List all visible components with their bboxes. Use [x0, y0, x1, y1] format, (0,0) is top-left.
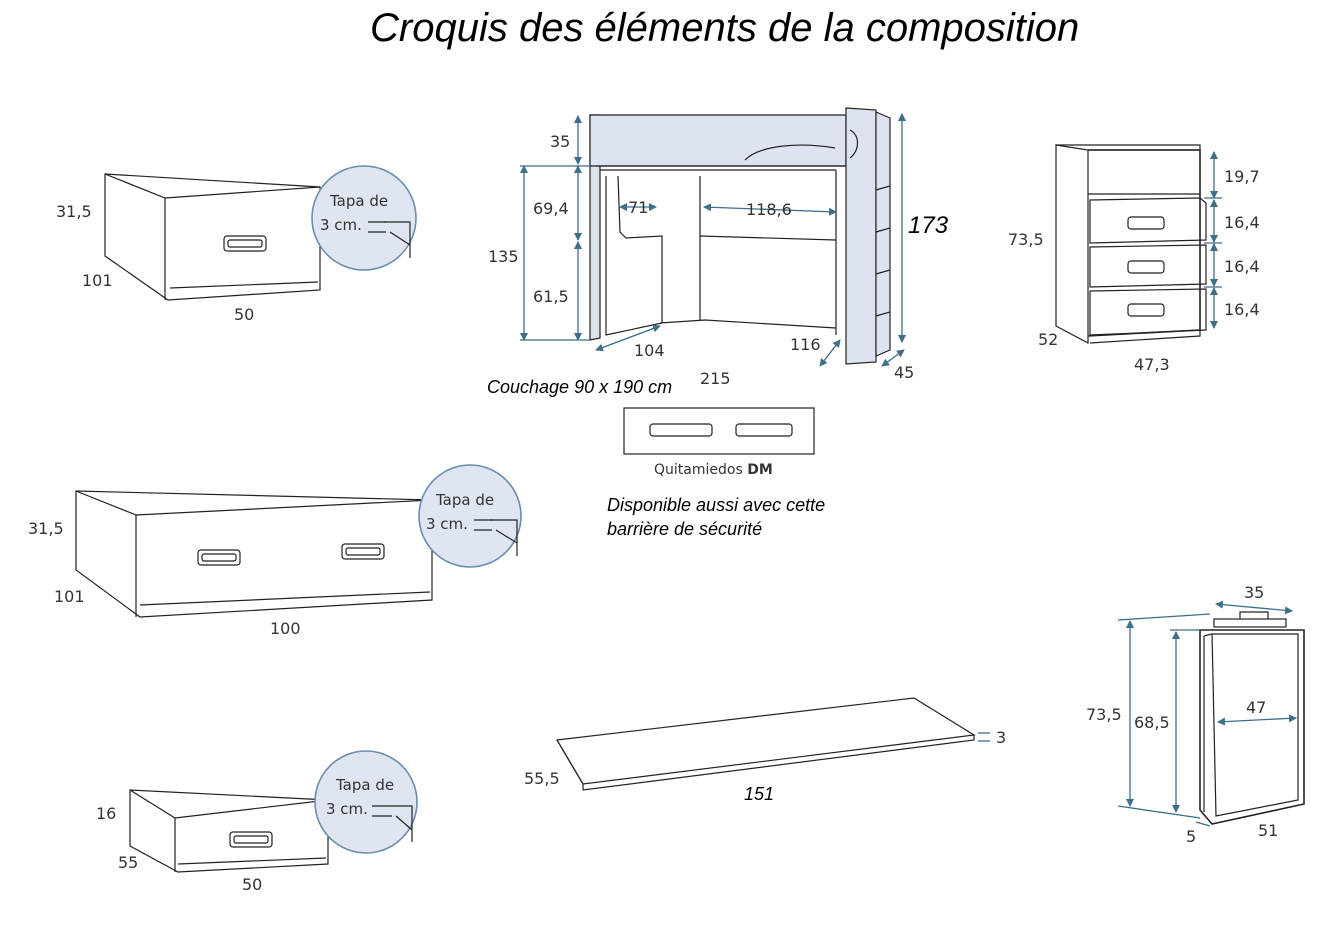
- bed-total-left: 135: [488, 247, 519, 266]
- tapa-label-1: Tapa de: [329, 192, 388, 210]
- drawer-small-height: 31,5: [56, 202, 92, 221]
- tapa-callout-circle: [418, 464, 522, 568]
- drawer-small-depth: 101: [82, 271, 113, 290]
- guard-note-line1: Disponible aussi avec cette: [607, 495, 825, 515]
- drawer-small-width: 50: [234, 305, 254, 324]
- drawer-handle-icon: [341, 543, 385, 560]
- bed-lower-gap: 61,5: [533, 287, 569, 306]
- bed-ladder-depth: 45: [894, 363, 914, 382]
- safety-guard: [623, 407, 815, 455]
- desktop-plank: [556, 697, 990, 791]
- leg-thickness: 5: [1186, 827, 1196, 846]
- tapa-label-2: 3 cm.: [320, 216, 362, 234]
- guard-note-line2: barrière de sécurité: [607, 519, 762, 539]
- bed-top-rail: 35: [550, 132, 570, 151]
- drawer-handle-icon: [229, 831, 273, 848]
- drawer-handle-icon: [223, 235, 267, 252]
- bed-total-height: 173: [908, 212, 949, 239]
- drawer-large-width: 100: [270, 619, 301, 638]
- bed-depth-left: 104: [634, 341, 665, 360]
- bed-upper-gap: 69,4: [533, 199, 569, 218]
- drawer-large-depth: 101: [54, 587, 85, 606]
- leg-outer-height: 73,5: [1086, 705, 1122, 724]
- chest-shelf: 19,7: [1224, 167, 1260, 186]
- bed-length: 215: [700, 369, 731, 388]
- chest-drawer1: 16,4: [1224, 213, 1260, 232]
- bed-desk-width: 118,6: [746, 200, 792, 219]
- drawer-low-depth: 55: [118, 853, 138, 872]
- drawer-low-height: 16: [96, 804, 116, 823]
- page-title: Croquis des éléments de la composition: [370, 6, 1080, 50]
- chest-of-drawers: [1055, 144, 1222, 344]
- tapa-label-2: 3 cm.: [326, 800, 368, 818]
- guard-label: Quitamiedos DM: [654, 462, 773, 478]
- leg-width-top: 35: [1244, 583, 1264, 602]
- tapa-callout-circle: [311, 165, 417, 271]
- drawer-low: [129, 750, 418, 873]
- leg-depth: 51: [1258, 821, 1278, 840]
- tapa-label-2: 3 cm.: [426, 515, 468, 533]
- leg-inner-height: 68,5: [1134, 713, 1170, 732]
- desktop-length: 151: [744, 784, 774, 804]
- loft-bed: [520, 107, 906, 367]
- chest-depth: 52: [1038, 330, 1058, 349]
- bed-opening-width: 71: [628, 198, 648, 217]
- desktop-depth: 55,5: [524, 769, 560, 788]
- desktop-thickness: 3: [996, 728, 1006, 747]
- leg-inner-width: 47: [1246, 698, 1266, 717]
- bed-sleeping-size: Couchage 90 x 190 cm: [487, 377, 672, 397]
- tapa-callout-circle: [314, 750, 418, 854]
- chest-drawer2: 16,4: [1224, 257, 1260, 276]
- tapa-label-1: Tapa de: [435, 491, 494, 509]
- chest-drawer3: 16,4: [1224, 300, 1260, 319]
- desk-leg: [1117, 600, 1305, 827]
- drawer-low-width: 50: [242, 875, 262, 894]
- chest-height: 73,5: [1008, 230, 1044, 249]
- drawer-large: [75, 464, 522, 618]
- drawer-large-height: 31,5: [28, 519, 64, 538]
- bed-depth-right: 116: [790, 335, 821, 354]
- chest-width: 47,3: [1134, 355, 1170, 374]
- drawer-handle-icon: [197, 549, 241, 566]
- drawer-small: [104, 165, 417, 301]
- tapa-label-1: Tapa de: [335, 776, 394, 794]
